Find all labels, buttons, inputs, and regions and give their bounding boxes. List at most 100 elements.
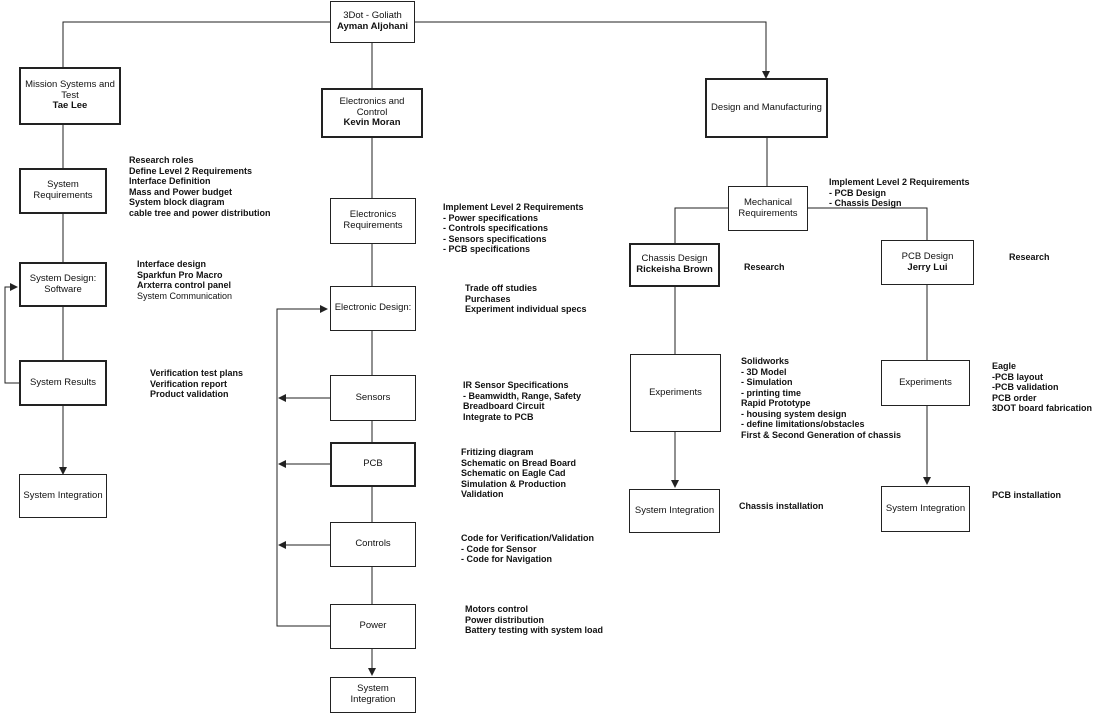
note-line: - Code for Navigation — [461, 554, 553, 564]
mission-system-integration-node[interactable]: System Integration — [19, 474, 107, 518]
power-node[interactable]: Power — [330, 604, 416, 649]
chassis-system-integration-node[interactable]: System Integration — [629, 489, 720, 533]
pcb-installation-note: PCB installation — [992, 490, 1062, 500]
note-line: Fritizing diagram — [461, 447, 534, 457]
electronics-system-integration-node[interactable]: System Integration — [330, 677, 416, 713]
note-line: Battery testing with system load — [465, 625, 604, 635]
mission-system-integration-label: System Integration — [23, 489, 103, 501]
mechanical-requirements-label: Mechanical Requirements — [738, 196, 798, 219]
pcb-system-integration-label: System Integration — [885, 502, 966, 514]
notes-mechanical: Implement Level 2 Requirements - PCB Des… — [829, 177, 970, 209]
connector-root-mission — [62, 21, 330, 67]
connector-mechanical-chassis — [674, 207, 728, 243]
power-label: Power — [359, 620, 387, 632]
connector-mechanical-pcb — [808, 207, 928, 240]
note-line: - Simulation — [741, 377, 793, 387]
note-line: - Sensors specifications — [443, 233, 547, 244]
electronics-control-node[interactable]: Electronics and Control Kevin Moran — [321, 88, 423, 138]
note-line: Interface Definition — [129, 176, 211, 186]
note-line: PCB order — [992, 392, 1037, 403]
system-results-label: System Results — [30, 376, 96, 388]
controls-node[interactable]: Controls — [330, 522, 416, 567]
pcb-node[interactable]: PCB — [330, 442, 416, 487]
mission-systems-node[interactable]: Mission Systems and Test Tae Lee — [19, 67, 121, 125]
chassis-title: Chassis Design — [641, 253, 708, 265]
pcb-design-title: PCB Design — [901, 250, 954, 262]
note-line: System block diagram — [129, 197, 225, 207]
chassis-design-node[interactable]: Chassis Design Rickeisha Brown — [629, 243, 720, 287]
notes-pcb: Fritizing diagram Schematic on Bread Boa… — [461, 447, 576, 500]
pcb-design-node[interactable]: PCB Design Jerry Lui — [881, 240, 974, 285]
pcb-experiments-label: Experiments — [899, 376, 952, 388]
feedback-loop-electronics — [276, 305, 330, 627]
note-line: - 3D Model — [741, 366, 787, 377]
note-line: Verification report — [150, 378, 228, 389]
note-line: Trade off studies — [465, 283, 538, 293]
chassis-name: Rickeisha Brown — [636, 264, 713, 275]
notes-sensors: IR Sensor Specifications - Beamwidth, Ra… — [463, 380, 581, 422]
note-line: Define Level 2 Requirements — [129, 165, 253, 176]
note-line: - PCB specifications — [443, 244, 531, 254]
note-line: Interface design — [137, 259, 207, 269]
note-line: Integrate to PCB — [463, 411, 534, 422]
note-line: Research roles — [129, 155, 194, 165]
pcb-experiments-node[interactable]: Experiments — [881, 360, 970, 406]
note-line: - Beamwidth, Range, Safety — [463, 390, 582, 401]
note-line: Schematic on Eagle Cad — [461, 468, 566, 478]
note-line: Implement Level 2 Requirements — [829, 177, 970, 187]
system-design-software-node[interactable]: System Design: Software — [19, 262, 107, 307]
note-line: Rapid Prototype — [741, 398, 811, 408]
pcb-research-note: Research — [1009, 252, 1050, 262]
note-line: Eagle — [992, 361, 1017, 371]
note-line: Verification test plans — [150, 368, 244, 378]
connector-root-design — [415, 21, 770, 79]
note-line: - Code for Sensor — [461, 543, 537, 554]
note-line: cable tree and power distribution — [129, 207, 271, 218]
notes-chassis-experiments: Solidworks - 3D Model - Simulation - pri… — [741, 356, 901, 440]
electronic-design-label: Electronic Design: — [334, 302, 412, 314]
note-line: Mass and Power budget — [129, 186, 233, 197]
feedback-loop-mission — [4, 283, 19, 384]
note-line: Purchases — [465, 293, 511, 304]
note-line: 3DOT board fabrication — [992, 403, 1093, 413]
note-line: Code for Verification/Validation — [461, 533, 595, 543]
chassis-experiments-label: Experiments — [649, 386, 702, 398]
note-line: - PCB Design — [829, 187, 887, 198]
note-line: First & Second Generation of chassis — [741, 429, 902, 440]
notes-electronic-design: Trade off studies Purchases Experiment i… — [465, 283, 587, 315]
electronics-requirements-label: Electronics Requirements — [343, 209, 403, 231]
chassis-experiments-node[interactable]: Experiments — [630, 354, 721, 432]
system-design-label: System Design: Software — [29, 272, 97, 295]
controls-label: Controls — [355, 538, 391, 550]
electronics-name: Kevin Moran — [343, 117, 401, 129]
root-title: 3Dot - Goliath — [343, 10, 402, 22]
chassis-system-integration-label: System Integration — [634, 504, 715, 516]
design-manufacturing-node[interactable]: Design and Manufacturing — [705, 78, 828, 138]
pcb-system-integration-node[interactable]: System Integration — [881, 486, 970, 532]
system-requirements-node[interactable]: System Requirements — [19, 168, 107, 214]
electronics-system-integration-label: System Integration — [350, 683, 396, 705]
note-line: - Chassis Design — [829, 198, 902, 208]
notes-electronics-requirements: Implement Level 2 Requirements - Power s… — [443, 202, 584, 255]
electronic-design-node[interactable]: Electronic Design: — [330, 286, 416, 331]
note-line: IR Sensor Specifications — [463, 380, 569, 390]
root-name: Ayman Aljohani — [336, 21, 409, 32]
sensors-node[interactable]: Sensors — [330, 375, 416, 421]
notes-mission-results: Verification test plans Verification rep… — [150, 368, 243, 400]
note-line: Arxterra control panel — [137, 280, 232, 290]
notes-mission-design: Interface design Sparkfun Pro Macro Arxt… — [137, 259, 232, 301]
note-line: Solidworks — [741, 356, 790, 366]
root-node[interactable]: 3Dot - Goliath Ayman Aljohani — [330, 1, 415, 43]
mission-title: Mission Systems and Test — [25, 78, 115, 101]
note-line: - define limitations/obstacles — [741, 419, 865, 429]
system-results-node[interactable]: System Results — [19, 360, 107, 406]
notes-power: Motors control Power distribution Batter… — [465, 604, 603, 636]
electronics-requirements-node[interactable]: Electronics Requirements — [330, 198, 416, 244]
note-line: - Power specifications — [443, 212, 539, 223]
mechanical-requirements-node[interactable]: Mechanical Requirements — [728, 186, 808, 231]
notes-mission-requirements: Research roles Define Level 2 Requiremen… — [129, 155, 271, 218]
note-line: Simulation & Production — [461, 478, 566, 489]
note-line: Validation — [461, 489, 504, 499]
note-line: Implement Level 2 Requirements — [443, 202, 584, 212]
pcb-design-name: Jerry Lui — [907, 261, 948, 273]
